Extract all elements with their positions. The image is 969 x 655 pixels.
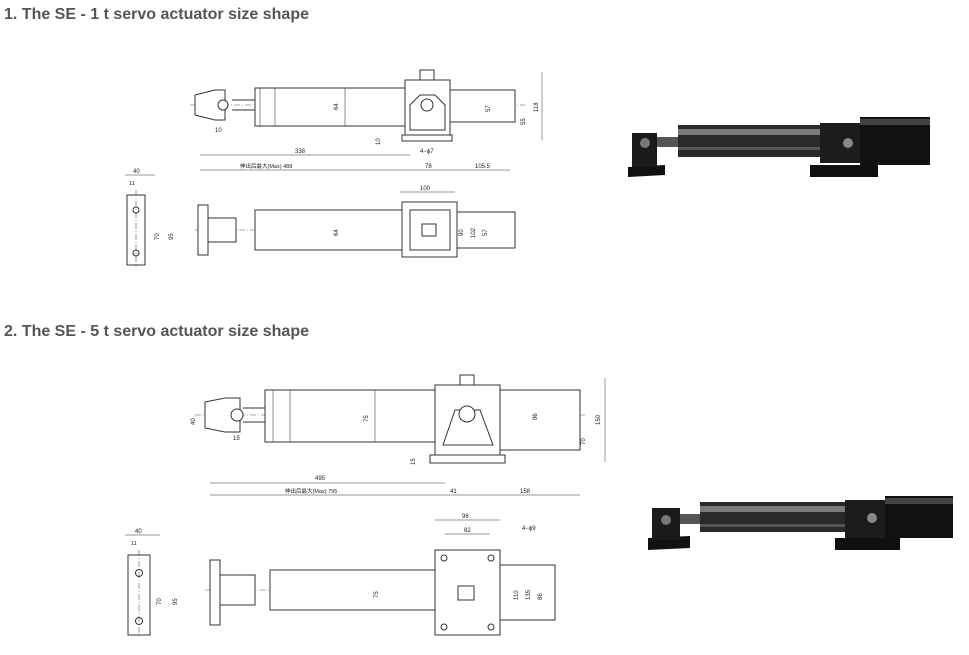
se5-dim-495: 495 [315, 476, 326, 482]
se5-dim-70: 70 [581, 438, 587, 445]
se1-top-dim-100: 100 [420, 186, 431, 192]
se1-top-dim-90: 90 [459, 229, 465, 236]
se1-dim-holes: 4−ϕ7 [420, 149, 434, 155]
se1-top-dim-57: 57 [483, 229, 489, 236]
se1-dim-118: 118 [534, 102, 540, 112]
se5-side-dim-95: 95 [173, 598, 179, 605]
se1-dim-57: 57 [486, 105, 492, 112]
se1-side-dim-70: 70 [155, 233, 161, 240]
se5-dim-158: 158 [520, 489, 531, 495]
se5-dim-15b: 15 [411, 458, 417, 465]
se5-dim-41: 41 [450, 489, 457, 495]
se5-side-view-drawing: 40 11 70 95 [125, 529, 179, 638]
se1-dim-stroke-488: 伸出后最大(Max) 488 [240, 162, 292, 170]
se5-product-photo [648, 496, 953, 550]
se1-side-dim-11: 11 [129, 181, 135, 187]
se5-top-dim-98: 98 [462, 514, 469, 520]
se5-dim-150: 150 [596, 414, 602, 425]
se1-dim-10: 10 [215, 128, 222, 134]
se1-top-dim-64: 64 [334, 229, 340, 236]
se1-side-view-drawing: 40 11 70 95 [125, 169, 175, 268]
section-2-heading: 2. The SE - 5 t servo actuator size shap… [4, 323, 309, 340]
se1-dim-64: 64 [334, 103, 340, 110]
se5-top-dim-86: 86 [538, 593, 544, 600]
se5-dim-40: 40 [191, 418, 197, 425]
se5-side-dim-40: 40 [135, 529, 142, 535]
se5-front-view-drawing: 150 70 86 75 40 15 15 495 伸出后最大(Max) 795… [191, 374, 606, 496]
se5-top-dim-110: 110 [514, 590, 520, 600]
se1-dim-55: 55 [521, 118, 527, 125]
se1-dim-10b: 10 [376, 138, 382, 145]
se5-top-dim-135: 135 [526, 589, 532, 600]
section-1-heading: 1. The SE - 1 t servo actuator size shap… [4, 6, 309, 23]
se1-front-view-drawing: 338 伸出后最大(Max) 488 78 105.5 10 10 64 57 … [190, 69, 543, 171]
se1-dim-338: 338 [295, 149, 306, 155]
se5-top-dim-holes: 4−ϕ9 [522, 526, 536, 532]
se5-dim-86: 86 [533, 413, 539, 420]
se1-dim-105-5: 105.5 [475, 164, 491, 170]
se5-dim-15: 15 [233, 436, 240, 442]
se5-dim-75: 75 [364, 415, 370, 422]
se5-dim-stroke-795: 伸出后最大(Max) 795 [285, 487, 337, 495]
se5-side-dim-11: 11 [131, 541, 137, 547]
se5-top-dim-75: 75 [374, 591, 380, 598]
se1-side-dim-40: 40 [133, 169, 140, 175]
se5-top-dim-82: 82 [464, 528, 471, 534]
se1-top-dim-102: 102 [471, 227, 477, 238]
se1-product-photo [628, 117, 930, 177]
se1-dim-78: 78 [425, 164, 432, 170]
se5-top-view-drawing: 98 82 4−ϕ9 75 110 135 86 [205, 514, 556, 636]
se5-side-dim-70: 70 [157, 598, 163, 605]
se1-side-dim-95: 95 [169, 233, 175, 240]
se1-top-view-drawing: 100 64 90 102 57 [195, 186, 516, 258]
